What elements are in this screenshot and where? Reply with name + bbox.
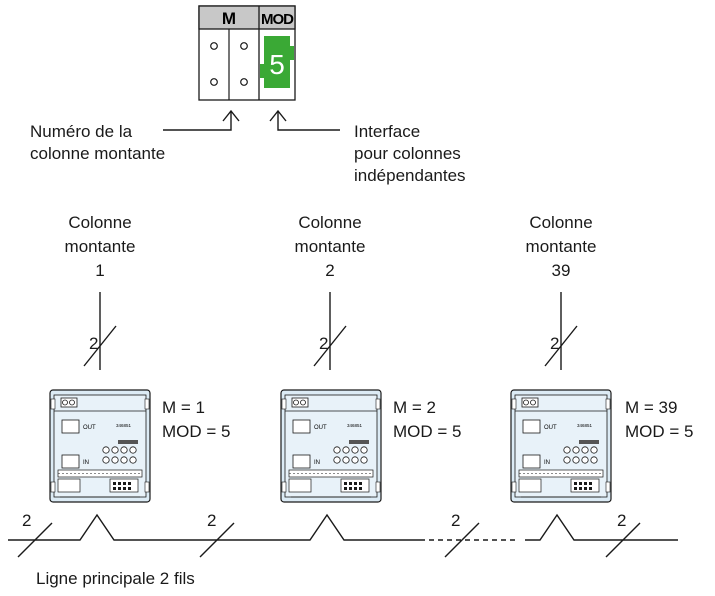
mod-digit-badge	[260, 36, 294, 88]
riser-title-line1: Colonne	[529, 213, 593, 232]
riser-2-mod-value: MOD = 5	[393, 422, 462, 441]
bus-wire-count-2: 2	[207, 511, 217, 530]
module-in-label: IN	[544, 460, 550, 466]
module-out-label: OUT	[544, 425, 557, 431]
riser-number: 2	[325, 261, 335, 280]
riser-title-line1: Colonne	[68, 213, 132, 232]
module-in-label: IN	[314, 460, 320, 466]
module-1: OUT IN 346851	[49, 389, 151, 503]
mod-digit: 5	[269, 49, 285, 80]
switch-header-mod: MOD	[261, 11, 294, 28]
module-part-number: 346851	[347, 423, 363, 428]
switch-header-m: M	[222, 9, 236, 28]
bus-caption: Ligne principale 2 fils	[36, 569, 195, 588]
riser-number: 39	[551, 261, 571, 280]
riser-1-mod-value: MOD = 5	[162, 422, 231, 441]
module-out-label: OUT	[314, 425, 327, 431]
riser-2-wire-count: 2	[319, 334, 329, 353]
bus-wire-count-4: 2	[617, 511, 627, 530]
address-switch-block: M MOD 5	[198, 5, 296, 101]
module-2: OUT IN 346851	[280, 389, 382, 503]
riser-39-m-value: M = 39	[625, 398, 678, 417]
annotation-riser-number-line2: colonne montante	[30, 144, 166, 163]
riser-39-wire-count: 2	[550, 334, 560, 353]
riser-title-line2: montante	[525, 237, 597, 256]
m-switch-contacts	[210, 42, 248, 86]
annotation-interface-line2: pour colonnes	[354, 144, 461, 163]
annotation-interface-line3: indépendantes	[354, 166, 466, 185]
riser-number: 1	[95, 261, 105, 280]
riser-1-wire-count: 2	[89, 334, 99, 353]
riser-39-mod-value: MOD = 5	[625, 422, 694, 441]
riser-lines	[83, 292, 578, 370]
annotation-arrows	[163, 109, 340, 131]
module-part-number: 346851	[116, 423, 132, 428]
annotation-riser-number-line1: Numéro de la	[30, 122, 133, 141]
module-part-number: 346851	[577, 423, 593, 428]
annotation-interface-line1: Interface	[354, 122, 421, 141]
bus-wire-count-1: 2	[22, 511, 32, 530]
main-bus-line	[8, 513, 678, 558]
riser-title-line1: Colonne	[298, 213, 362, 232]
riser-title-line2: montante	[64, 237, 136, 256]
module-out-label: OUT	[83, 425, 96, 431]
riser-2-m-value: M = 2	[393, 398, 436, 417]
module-39: OUT IN 346851	[510, 389, 612, 503]
riser-title-line2: montante	[294, 237, 366, 256]
riser-1-m-value: M = 1	[162, 398, 205, 417]
bus-wire-count-3: 2	[451, 511, 461, 530]
module-in-label: IN	[83, 460, 89, 466]
